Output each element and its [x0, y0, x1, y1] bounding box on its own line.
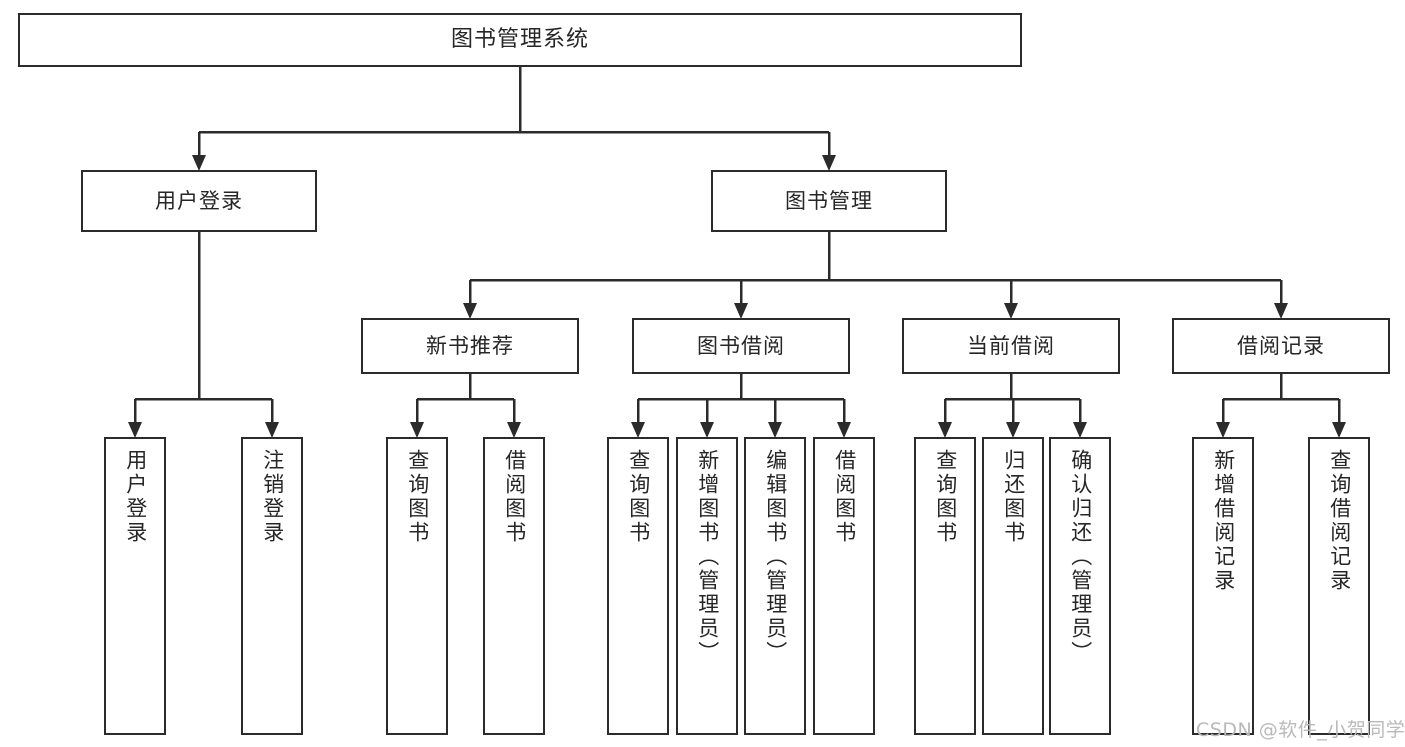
node-leaf-add-borrow-record[interactable]: 新增借阅记录 — [1192, 437, 1254, 735]
watermark-label: CSDN @软件_小贺同学 — [1196, 719, 1405, 741]
node-leaf-user-logout[interactable]: 注销登录 — [241, 437, 303, 735]
node-label: 归还图书 — [1001, 449, 1026, 545]
node-label: 新增图书（管理员） — [695, 449, 720, 665]
node-label: 查询图书 — [933, 449, 958, 545]
node-book-manage[interactable]: 图书管理 — [711, 170, 947, 232]
node-label: 用户登录 — [123, 449, 148, 545]
node-label: 当前借阅 — [967, 333, 1055, 358]
node-leaf-query-book-rec[interactable]: 查询图书 — [386, 437, 448, 735]
node-book-borrow[interactable]: 图书借阅 — [632, 318, 850, 374]
node-leaf-confirm-return-admin[interactable]: 确认归还（管理员） — [1049, 437, 1111, 735]
node-label: 借阅记录 — [1237, 333, 1325, 358]
node-leaf-user-login[interactable]: 用户登录 — [104, 437, 166, 735]
node-label: 新增借阅记录 — [1211, 449, 1236, 593]
node-leaf-query-book-borrow[interactable]: 查询图书 — [607, 437, 669, 735]
node-leaf-borrow-book[interactable]: 借阅图书 — [813, 437, 875, 735]
node-label: 借阅图书 — [832, 449, 857, 545]
node-label: 编辑图书（管理员） — [763, 449, 788, 665]
node-label: 确认归还（管理员） — [1068, 449, 1093, 665]
node-leaf-add-book-admin[interactable]: 新增图书（管理员） — [676, 437, 738, 735]
node-label: 用户登录 — [155, 188, 243, 213]
node-current-borrow[interactable]: 当前借阅 — [902, 318, 1120, 374]
node-label: 借阅图书 — [502, 449, 527, 545]
node-label: 查询图书 — [626, 449, 651, 545]
node-label: 查询图书 — [405, 449, 430, 545]
node-user-login[interactable]: 用户登录 — [81, 170, 317, 232]
node-leaf-edit-book-admin[interactable]: 编辑图书（管理员） — [744, 437, 806, 735]
node-borrow-record[interactable]: 借阅记录 — [1172, 318, 1390, 374]
node-label: 图书管理 — [785, 188, 873, 213]
node-leaf-query-book-current[interactable]: 查询图书 — [914, 437, 976, 735]
node-root[interactable]: 图书管理系统 — [18, 13, 1022, 67]
node-label: 新书推荐 — [426, 333, 514, 358]
node-leaf-borrow-book-rec[interactable]: 借阅图书 — [483, 437, 545, 735]
node-leaf-return-book[interactable]: 归还图书 — [982, 437, 1044, 735]
node-label: 图书借阅 — [697, 333, 785, 358]
node-new-book-recommend[interactable]: 新书推荐 — [361, 318, 579, 374]
node-label: 图书管理系统 — [450, 26, 589, 52]
node-label: 注销登录 — [260, 449, 285, 545]
node-leaf-query-borrow-record[interactable]: 查询借阅记录 — [1308, 437, 1370, 735]
node-label: 查询借阅记录 — [1327, 449, 1352, 593]
